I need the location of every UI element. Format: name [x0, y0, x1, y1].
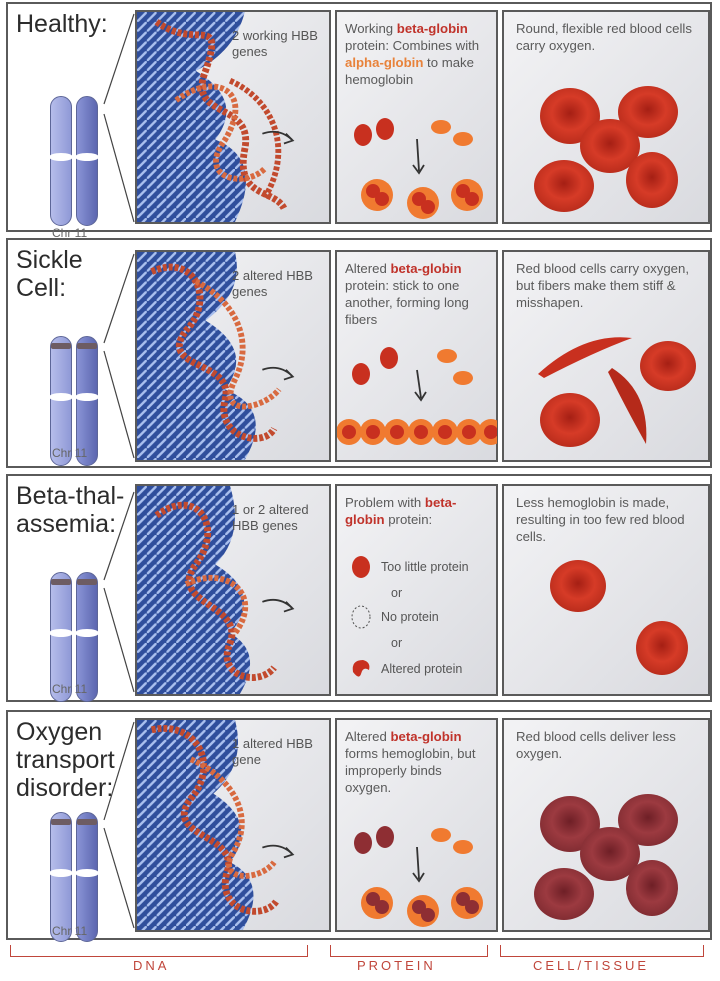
protein-text: Problem with beta-globin protein: [345, 495, 457, 527]
gene-text: 2 working HBB genes [232, 28, 318, 59]
axis-bracket [10, 945, 308, 957]
chromosome [49, 812, 73, 942]
beta-globin-label: beta-globin [345, 495, 457, 527]
dna-helix-image [137, 12, 295, 222]
dna-panel: 1 or 2 altered HBB genes [135, 484, 331, 696]
too-little-protein-icon [352, 556, 370, 578]
list-or: or [391, 586, 403, 600]
row-title: Sickle Cell: [16, 246, 83, 302]
dna-panel: 1 altered HBB gene [135, 718, 331, 932]
gene-text: 2 altered HBB genes [232, 268, 313, 299]
beta-globin-label: beta-globin [396, 21, 468, 36]
row-oxygen-transport-disorder: Oxygen transport disorder: Chr 11 1 alte… [6, 710, 712, 942]
axis-protein: PROTEIN [330, 945, 488, 973]
chr-label: Chr 11 [52, 682, 88, 696]
protein-panel: Altered beta-globin protein: stick to on… [335, 250, 498, 462]
zoom-lines [103, 721, 135, 929]
list-item: No protein [381, 610, 439, 624]
red-blood-cells-image [534, 86, 678, 212]
chromosome-pair: Chr 11 [48, 812, 104, 972]
row-healthy: Healthy: Chr 11 2 working HBB genes Wor [6, 2, 712, 240]
zoom-lines [103, 253, 135, 459]
chromosome [75, 96, 99, 226]
row-title: Oxygen transport disorder: [16, 718, 115, 802]
protein-panel: Altered beta-globin forms hemoglobin, bu… [335, 718, 498, 932]
row-title: Beta-thal- assemia: [16, 482, 125, 538]
no-protein-icon [351, 605, 371, 629]
row-sickle-cell: Sickle Cell: Chr 11 2 altered HBB genes … [6, 238, 712, 468]
altered-hemoglobin-image [354, 826, 483, 927]
axis-dna: DNA [10, 945, 308, 973]
hemoglobin-assembly-image [354, 118, 483, 219]
sickle-cells-image [538, 337, 696, 447]
axis-label-dna: DNA [128, 958, 175, 973]
protein-text: Altered beta-globin forms hemoglobin, bu… [345, 729, 476, 795]
protein-panel: Problem with beta-globin protein: Too li… [335, 484, 498, 696]
axis-label-protein: PROTEIN [352, 958, 441, 973]
row-beta-thalassemia: Beta-thal- assemia: Chr 11 1 or 2 altere… [6, 474, 712, 702]
row-title: Healthy: [16, 10, 108, 38]
chromosome [75, 336, 99, 466]
chromosome [49, 572, 73, 702]
cell-text: Red blood cells carry oxygen, but fibers… [516, 261, 689, 310]
cell-text: Round, flexible red blood cells carry ox… [516, 21, 692, 53]
protein-text: Altered beta-globin protein: stick to on… [345, 261, 469, 327]
zoom-lines [103, 13, 135, 223]
chr-label: Chr 11 [52, 924, 88, 938]
gene-text: 1 altered HBB gene [232, 736, 313, 767]
chr-label: Chr 11 [52, 226, 88, 240]
protein-fiber-image [337, 347, 497, 445]
chromosome [75, 812, 99, 942]
altered-protein-icon [352, 660, 370, 677]
chr-label: Chr 11 [52, 446, 88, 460]
few-red-blood-cells-image [550, 560, 688, 675]
axis-label-cell: CELL/TISSUE [528, 958, 655, 973]
axis-bracket [330, 945, 488, 957]
zoom-lines [103, 491, 135, 693]
axis-cell-tissue: CELL/TISSUE [500, 945, 704, 973]
dna-helix-image [137, 252, 295, 460]
beta-globin-label: beta-globin [390, 261, 462, 276]
cell-text: Red blood cells deliver less oxygen. [516, 729, 676, 761]
list-item: Too little protein [381, 560, 469, 574]
dna-helix-image [137, 486, 295, 694]
cell-panel: Less hemoglobin is made, resulting in to… [502, 484, 710, 696]
cell-panel: Red blood cells deliver less oxygen. [502, 718, 710, 932]
chromosome [49, 336, 73, 466]
alpha-globin-label: alpha-globin [345, 55, 424, 70]
chromosome [49, 96, 73, 226]
cell-panel: Round, flexible red blood cells carry ox… [502, 10, 710, 224]
chromosome [75, 572, 99, 702]
dna-helix-image [137, 720, 295, 930]
chromosome-pair: Chr 11 [48, 96, 104, 256]
gene-text: 1 or 2 altered HBB genes [232, 502, 309, 533]
list-or: or [391, 636, 403, 650]
chromosome-pair: Chr 11 [48, 572, 104, 732]
beta-globin-label: beta-globin [390, 729, 462, 744]
list-item: Altered protein [381, 662, 463, 676]
axis-bracket [500, 945, 704, 957]
cell-text: Less hemoglobin is made, resulting in to… [516, 495, 685, 544]
protein-text: Working beta-globin protein: Combines wi… [345, 21, 480, 87]
chromosome-pair: Chr 11 [48, 336, 104, 496]
dna-panel: 2 altered HBB genes [135, 250, 331, 462]
dna-panel: 2 working HBB genes [135, 10, 331, 224]
protein-panel: Working beta-globin protein: Combines wi… [335, 10, 498, 224]
dark-red-blood-cells-image [534, 794, 678, 920]
cell-panel: Red blood cells carry oxygen, but fibers… [502, 250, 710, 462]
